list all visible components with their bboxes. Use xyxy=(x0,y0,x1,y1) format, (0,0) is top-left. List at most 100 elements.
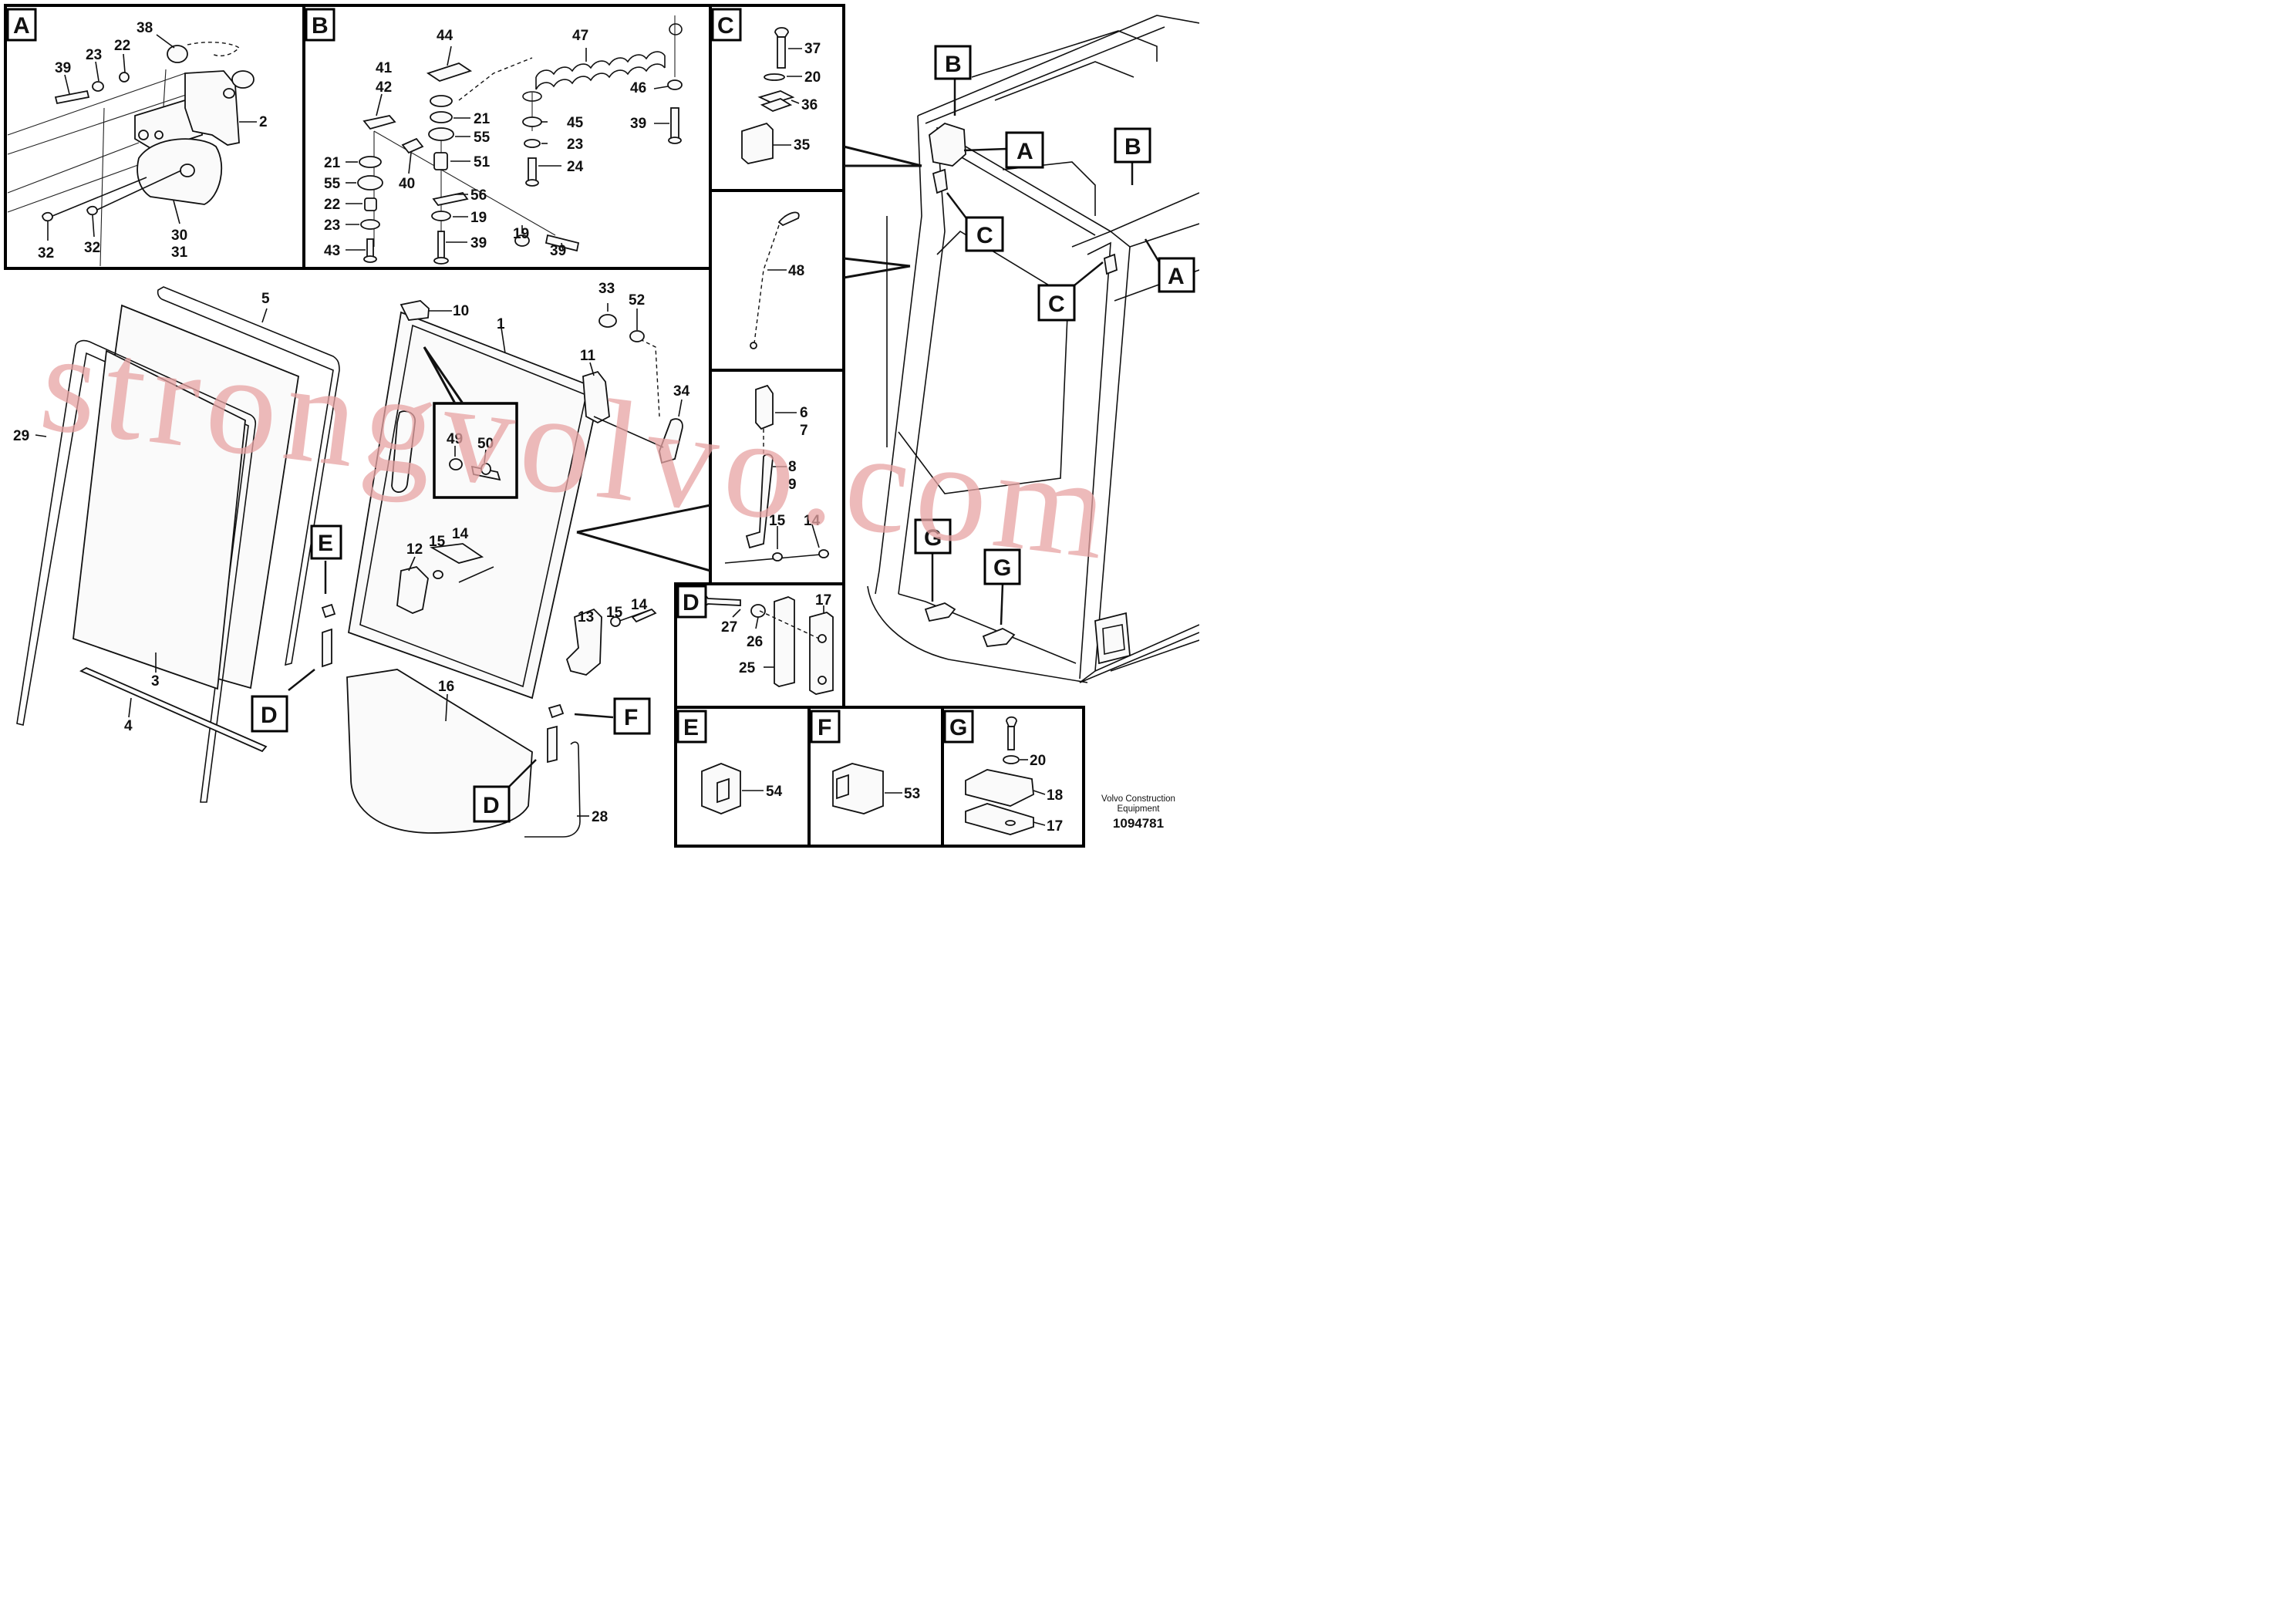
tag-box-c-cab1 xyxy=(965,216,1004,252)
callout-15-m2: 15 xyxy=(606,605,623,621)
detail-box-49-50: 49 50 xyxy=(423,346,518,499)
main-callouts: 5 29 3 4 1 10 11 33 52 34 12 15 14 13 15… xyxy=(13,281,690,825)
callout-39: 39 xyxy=(55,60,71,76)
tag-d-main1: D xyxy=(261,703,278,728)
callout-20-c: 20 xyxy=(804,69,821,86)
callout-39-b1: 39 xyxy=(630,116,646,132)
callout-32: 32 xyxy=(38,245,54,261)
callout-35: 35 xyxy=(794,137,811,153)
panel-d-drawing: 17 27 26 25 xyxy=(694,590,834,695)
tag-box-e-main xyxy=(310,524,342,560)
panel-a-callouts: 39 23 22 38 2 32 32 30 31 xyxy=(38,20,268,261)
tag-f-main: F xyxy=(624,705,638,730)
callout-23: 23 xyxy=(86,47,102,63)
callout-14-h: 14 xyxy=(804,513,821,529)
footer-drawing-number: 1094781 xyxy=(1113,816,1164,831)
callout-31: 31 xyxy=(171,244,188,261)
panel-48-frame xyxy=(710,189,845,372)
connector-door-to-handle-2 xyxy=(576,531,711,572)
callout-26: 26 xyxy=(747,634,763,650)
callout-42: 42 xyxy=(376,79,392,96)
callout-11: 11 xyxy=(580,348,596,364)
tag-a-panel: A xyxy=(13,13,30,39)
callout-21-b2: 21 xyxy=(324,155,341,171)
callout-10: 10 xyxy=(453,303,469,319)
door-frame-drawing xyxy=(321,300,683,838)
panel-handle-drawing: 6 7 8 9 15 14 xyxy=(724,384,830,564)
tag-c-panel: C xyxy=(717,13,734,39)
tag-d-panel: D xyxy=(683,590,700,615)
callout-40: 40 xyxy=(399,176,415,192)
callout-12: 12 xyxy=(406,541,423,558)
callout-23-b1: 23 xyxy=(567,137,583,153)
connector-door-to-handle xyxy=(576,504,711,534)
callout-27: 27 xyxy=(721,619,737,636)
footer-maker-line2: Equipment xyxy=(1118,804,1161,814)
callout-18: 18 xyxy=(1047,787,1063,804)
callout-29: 29 xyxy=(13,428,29,444)
tag-box-d-panel xyxy=(676,585,707,619)
callout-38: 38 xyxy=(137,20,153,36)
panel-b-drawing xyxy=(357,15,683,265)
tag-c-cab1: C xyxy=(976,223,993,248)
callout-20-g: 20 xyxy=(1030,753,1046,769)
callout-5: 5 xyxy=(261,291,270,307)
panel-48-drawing: 48 xyxy=(750,211,804,349)
callout-55-b2: 55 xyxy=(324,176,341,192)
tag-e-panel: E xyxy=(683,715,699,740)
callout-14-m1: 14 xyxy=(452,526,469,542)
tag-d-main2: D xyxy=(483,793,500,818)
callout-37: 37 xyxy=(804,41,821,57)
parts-diagram: 39 23 22 38 2 32 32 30 31 xyxy=(4,4,1199,848)
tag-b-panel: B xyxy=(312,13,329,39)
panel-a-drawing xyxy=(7,42,255,267)
callout-44: 44 xyxy=(437,28,453,44)
panel-c-drawing: 37 20 36 35 xyxy=(741,27,821,164)
tag-box-d-main2 xyxy=(473,785,511,823)
callout-30: 30 xyxy=(171,228,187,244)
callout-54: 54 xyxy=(766,784,783,800)
panel-f-drawing: 53 xyxy=(832,763,920,814)
tag-box-g-cab2 xyxy=(983,548,1021,585)
callout-13: 13 xyxy=(578,609,594,626)
tag-box-d-main1 xyxy=(251,695,288,733)
tag-b-cab2: B xyxy=(1124,134,1141,160)
tag-g-cab2: G xyxy=(993,555,1011,581)
callout-22-b: 22 xyxy=(324,197,340,213)
callout-4: 4 xyxy=(124,718,133,734)
callout-19-b1: 19 xyxy=(470,210,487,226)
callout-47: 47 xyxy=(572,28,588,44)
tag-box-c-cab2 xyxy=(1037,284,1076,322)
panel-b-callouts: 44 47 46 39 41 42 21 55 51 45 23 24 21 5… xyxy=(324,28,669,259)
callout-1: 1 xyxy=(497,316,505,332)
footer-maker-line1: Volvo Construction xyxy=(1101,794,1175,804)
callout-28: 28 xyxy=(592,809,608,825)
callout-52: 52 xyxy=(629,292,645,309)
tag-b-cab1: B xyxy=(945,52,962,77)
tag-c-cab2: C xyxy=(1048,292,1065,317)
tag-box-e-panel xyxy=(676,710,707,744)
callout-46: 46 xyxy=(630,80,646,96)
cab-overview-drawing xyxy=(867,15,1199,683)
callout-51: 51 xyxy=(474,154,491,170)
tag-box-f-panel xyxy=(810,710,841,744)
tag-box-a-panel xyxy=(6,8,37,42)
callout-17-g: 17 xyxy=(1047,818,1063,835)
callout-39-b3: 39 xyxy=(550,243,566,259)
callout-39-b2: 39 xyxy=(470,235,487,251)
hinge-13-drawing xyxy=(610,608,657,627)
tag-box-a-cab1 xyxy=(1005,131,1044,169)
callout-32b: 32 xyxy=(84,240,100,256)
tag-box-c-panel xyxy=(711,8,742,42)
callout-7: 7 xyxy=(800,423,808,439)
callout-19-b2: 19 xyxy=(513,226,529,242)
callout-8: 8 xyxy=(788,459,797,475)
letter-tags: A B C D E F G E D F D B A B C A C G xyxy=(6,8,1195,823)
tag-box-g-panel xyxy=(943,710,974,744)
tag-f-panel: F xyxy=(818,715,831,740)
callout-45: 45 xyxy=(567,115,584,131)
panel-g-frame xyxy=(941,706,1085,848)
callout-43: 43 xyxy=(324,243,340,259)
callout-55-b1: 55 xyxy=(474,130,491,146)
cab-connectors xyxy=(288,79,1161,787)
